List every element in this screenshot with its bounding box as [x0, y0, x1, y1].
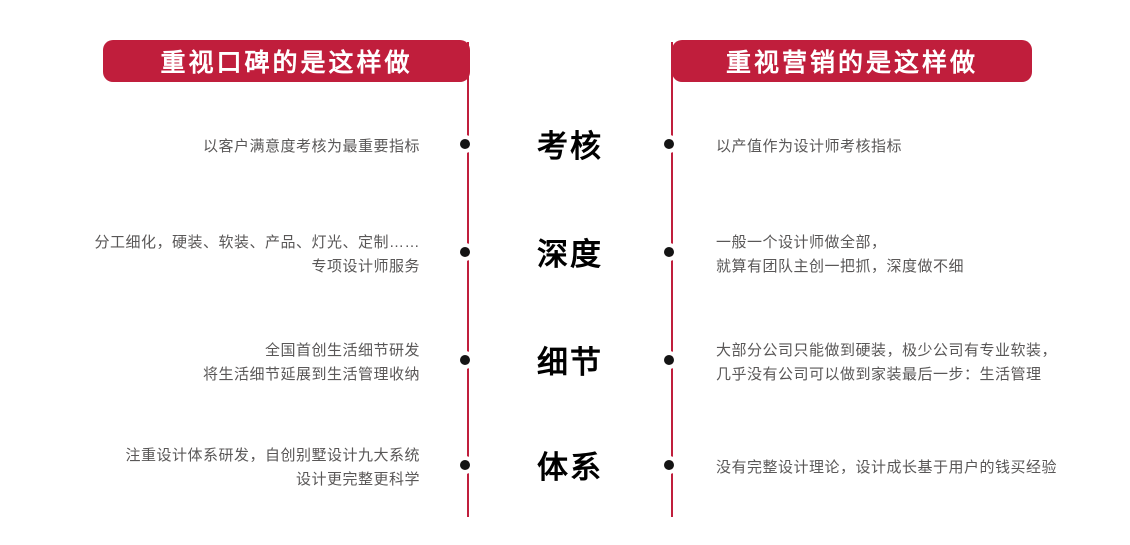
left-item-line: 设计更完整更科学 — [295, 471, 420, 488]
left-item-depth: 分工细化，硬装、软装、产品、灯光、定制…… 专项设计师服务 — [94, 231, 420, 279]
target-circle-dot-icon — [664, 460, 674, 470]
left-item-detail: 全国首创生活细节研发 将生活细节延展到生活管理收纳 — [203, 339, 420, 387]
left-item-system: 注重设计体系研发，自创别墅设计九大系统 设计更完整更科学 — [125, 444, 420, 492]
left-item-line: 分工细化，硬装、软装、产品、灯光、定制…… — [94, 234, 420, 251]
right-header-banner: 重视营销的是这样做 — [672, 40, 1032, 82]
left-item-line: 专项设计师服务 — [311, 258, 420, 275]
right-item-detail: 大部分公司只能做到硬装，极少公司有专业软装， 几乎没有公司可以做到家装最后一步：… — [716, 339, 1057, 387]
category-label-depth: 深度 — [537, 237, 603, 272]
right-item-line: 以产值作为设计师考核指标 — [716, 138, 903, 155]
target-circle-dot-icon — [460, 460, 470, 470]
left-timeline-line — [467, 42, 469, 517]
left-header-banner: 重视口碑的是这样做 — [103, 40, 470, 82]
target-circle-dot-icon — [664, 139, 674, 149]
target-circle-dot-icon — [664, 355, 674, 365]
right-header-title: 重视营销的是这样做 — [725, 49, 978, 77]
right-item-line: 没有完整设计理论，设计成长基于用户的钱买经验 — [716, 459, 1058, 476]
left-item-line: 将生活细节延展到生活管理收纳 — [202, 366, 420, 383]
category-label-system: 体系 — [537, 450, 603, 485]
right-timeline-line — [671, 42, 673, 517]
left-item-line: 以客户满意度考核为最重要指标 — [202, 138, 420, 155]
left-header-title: 重视口碑的是这样做 — [160, 49, 413, 77]
left-item-assessment: 以客户满意度考核为最重要指标 — [203, 135, 420, 159]
right-item-system: 没有完整设计理论，设计成长基于用户的钱买经验 — [716, 456, 1057, 480]
right-item-line: 几乎没有公司可以做到家装最后一步：生活管理 — [716, 366, 1042, 383]
target-circle-dot-icon — [664, 247, 674, 257]
right-item-line: 大部分公司只能做到硬装，极少公司有专业软装， — [716, 342, 1058, 359]
category-label-assessment: 考核 — [537, 129, 603, 164]
left-item-line: 全国首创生活细节研发 — [264, 342, 420, 359]
target-circle-dot-icon — [460, 355, 470, 365]
left-item-line: 注重设计体系研发，自创别墅设计九大系统 — [125, 447, 420, 464]
category-label-detail: 细节 — [537, 345, 603, 380]
target-circle-dot-icon — [460, 247, 470, 257]
right-item-depth: 一般一个设计师做全部， 就算有团队主创一把抓，深度做不细 — [716, 231, 964, 279]
right-item-assessment: 以产值作为设计师考核指标 — [716, 135, 902, 159]
right-item-line: 一般一个设计师做全部， — [716, 234, 887, 251]
right-item-line: 就算有团队主创一把抓，深度做不细 — [716, 258, 965, 275]
target-circle-dot-icon — [460, 139, 470, 149]
